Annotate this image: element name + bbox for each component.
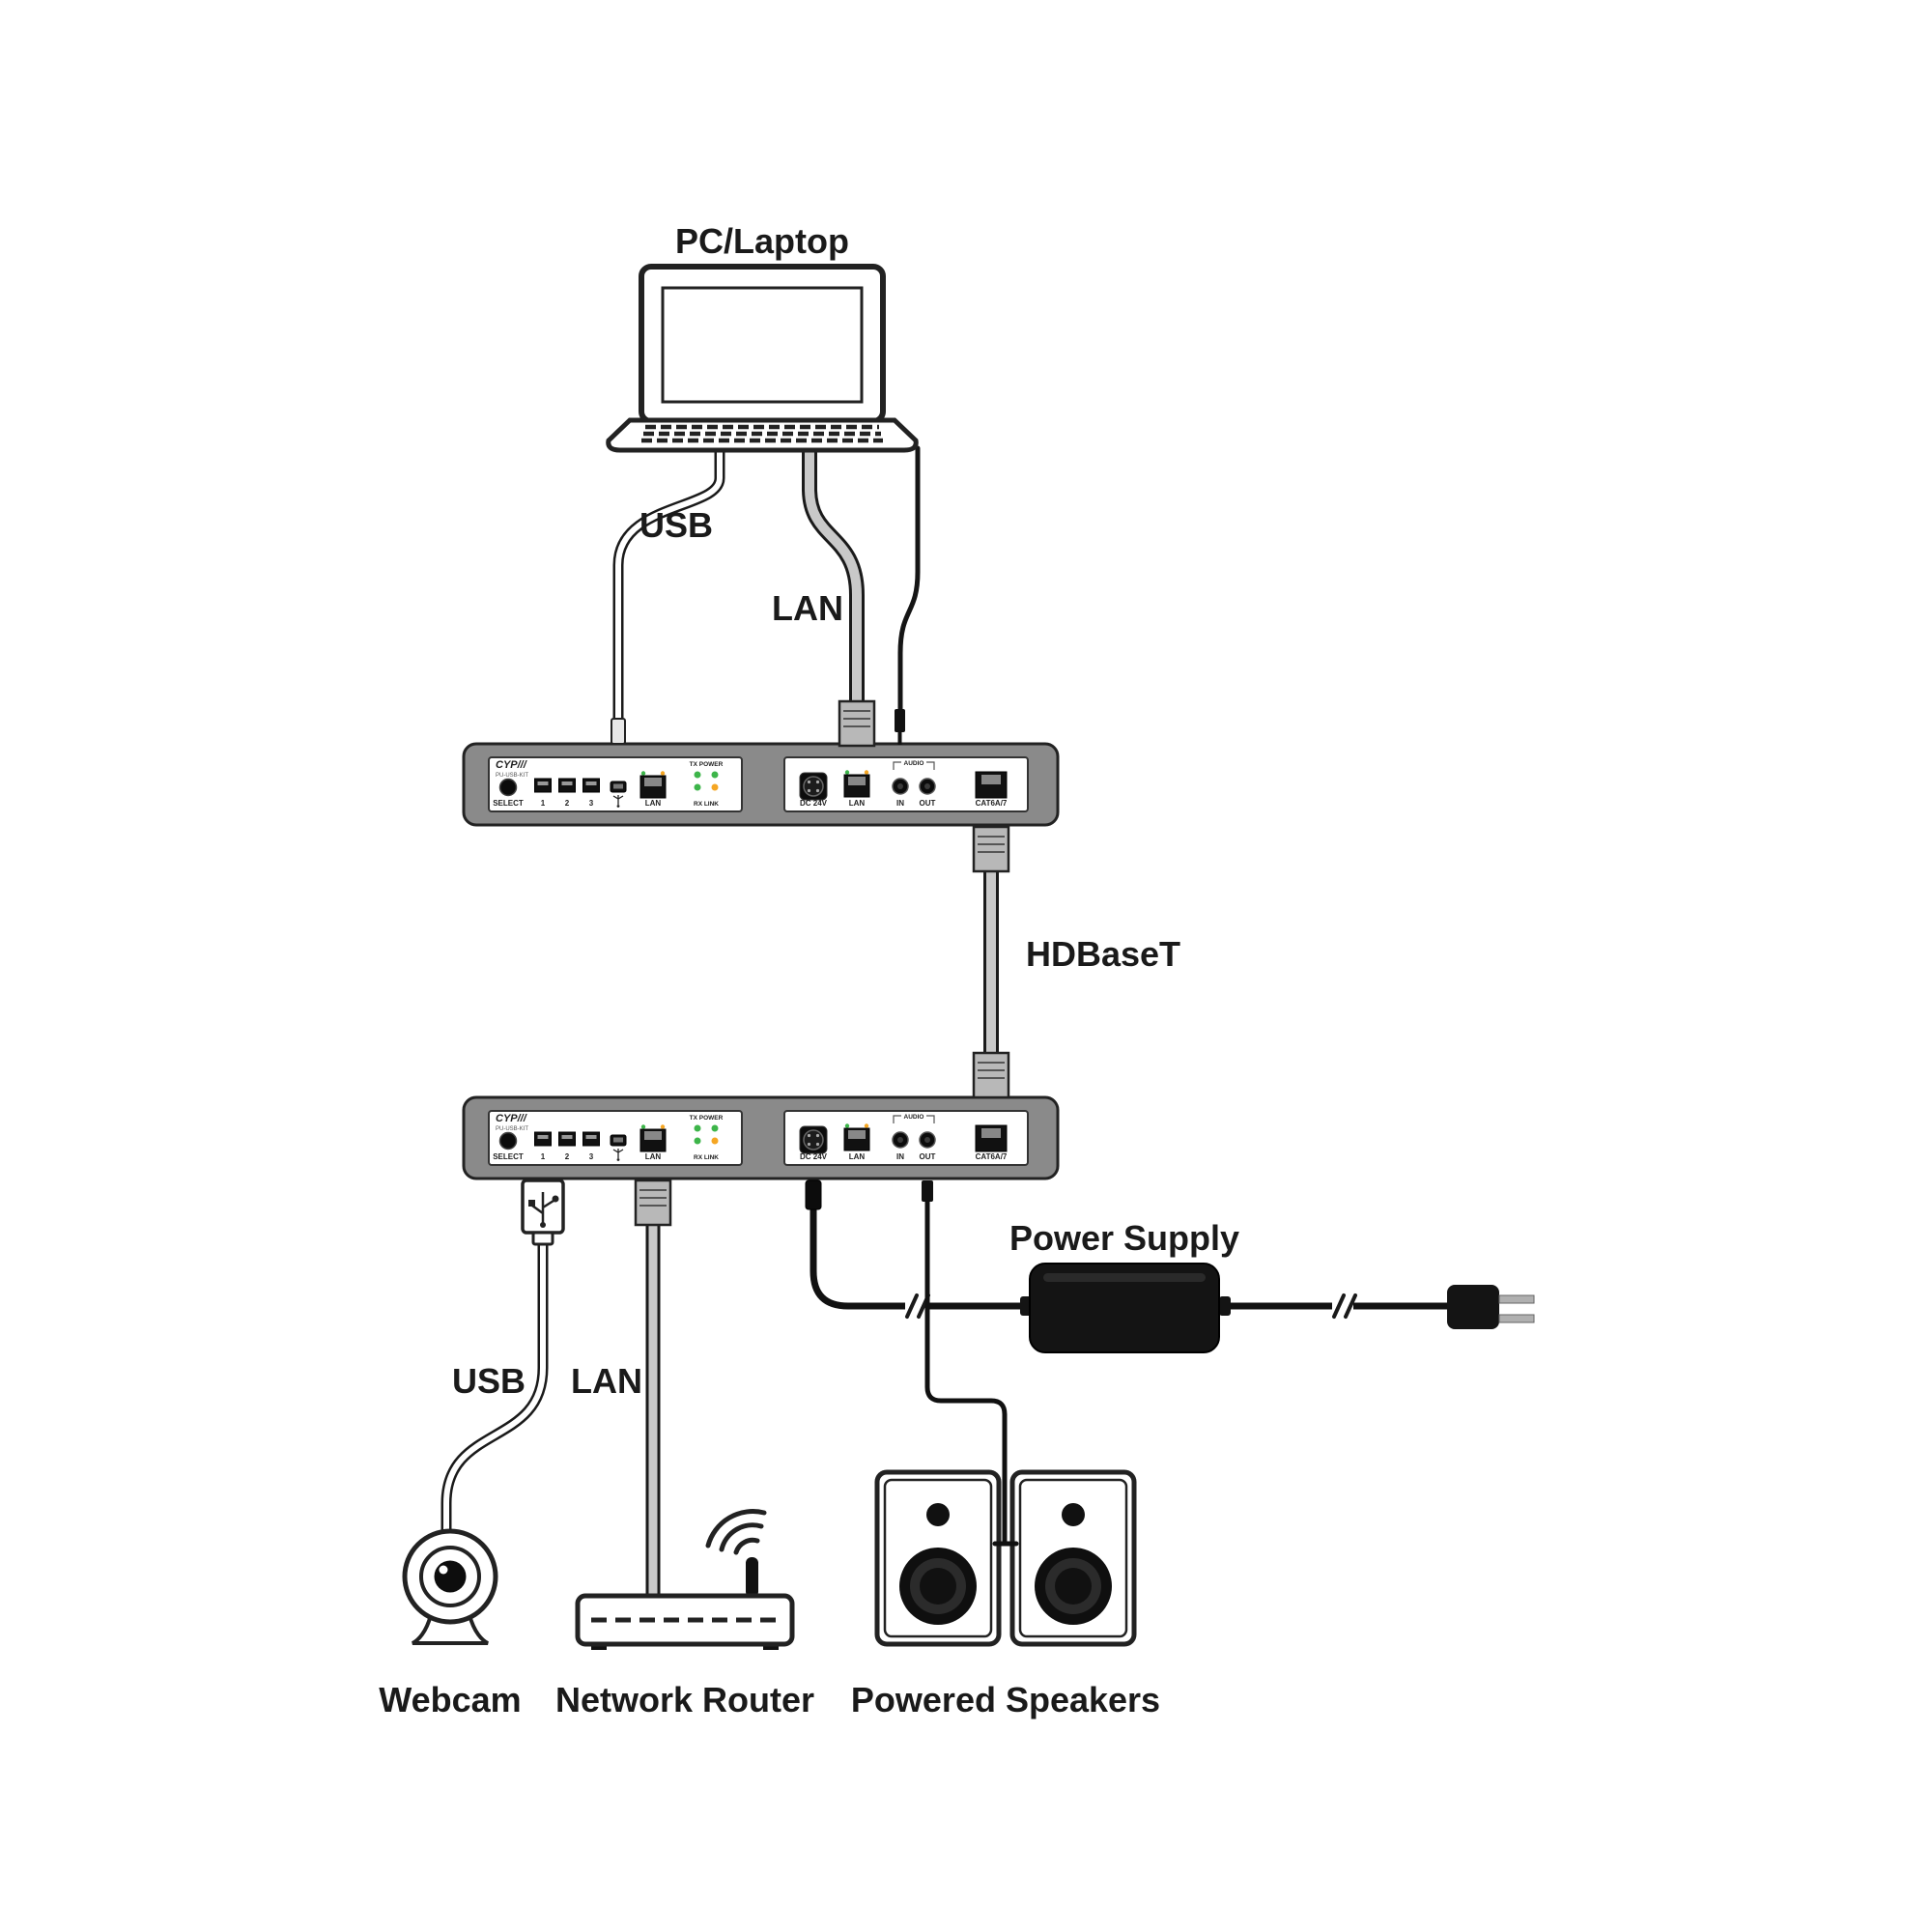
usb-cable-bottom: [440, 1238, 549, 1538]
network-router-icon: [575, 1509, 795, 1650]
extender-transmitter: [462, 742, 1060, 827]
audio-plug-bottom: [922, 1180, 933, 1202]
lan-label-bottom: LAN: [571, 1361, 642, 1401]
power-supply-brick: [1020, 1263, 1231, 1353]
plug-prong: [1498, 1314, 1535, 1323]
laptop-icon: [606, 264, 919, 453]
lan-cable-top: [802, 440, 865, 723]
webcam-label: Webcam: [379, 1680, 521, 1719]
usb-label-bottom: USB: [452, 1361, 526, 1401]
usb-cable-top: [612, 442, 725, 752]
cable-break-mark: [1332, 1293, 1357, 1319]
audio-plug-top: [895, 709, 905, 745]
wifi-waves-icon: [705, 1509, 767, 1555]
pc-laptop-label: PC/Laptop: [675, 221, 849, 261]
plug-prong: [1498, 1294, 1535, 1304]
network-router-label: Network Router: [555, 1680, 814, 1719]
webcam-lens: [434, 1560, 467, 1593]
usb-label-top: USB: [639, 505, 713, 545]
tweeter: [926, 1503, 950, 1526]
router-antenna: [746, 1557, 758, 1598]
audio-cable-bottom: [922, 1180, 1019, 1547]
cable-break-mark: [905, 1293, 930, 1319]
extender-receiver: [462, 1095, 1060, 1180]
rj45-connector-lan-top: [838, 699, 876, 748]
usb-plug-top: [611, 718, 626, 745]
lan-label-top: LAN: [772, 588, 843, 628]
powered-speakers-icon: [874, 1469, 1137, 1647]
router-body: [575, 1593, 795, 1647]
laptop-display: [661, 286, 864, 404]
usb-trident-icon: [528, 1192, 559, 1228]
rj45-connector-lan-bottom: [634, 1179, 672, 1227]
tweeter: [1062, 1503, 1085, 1526]
powered-speakers-label: Powered Speakers: [851, 1680, 1160, 1719]
dc-power-cable: [810, 1206, 1034, 1310]
dc-barrel-plug: [805, 1179, 822, 1210]
rj45-connector-hdbaset-lower: [972, 1051, 1010, 1099]
speaker-left: [874, 1469, 1002, 1647]
power-supply-label: Power Supply: [1009, 1218, 1239, 1258]
usb-plug-bottom: [521, 1179, 565, 1246]
webcam-icon: [402, 1528, 498, 1645]
laptop-keyboard: [641, 424, 883, 443]
power-plug-icon: [1447, 1285, 1535, 1329]
speaker-right: [1009, 1469, 1137, 1647]
rj45-connector-hdbaset-upper: [972, 825, 1010, 873]
hdbaset-label: HDBaseT: [1026, 934, 1180, 974]
audio-cable-top: [897, 445, 921, 720]
